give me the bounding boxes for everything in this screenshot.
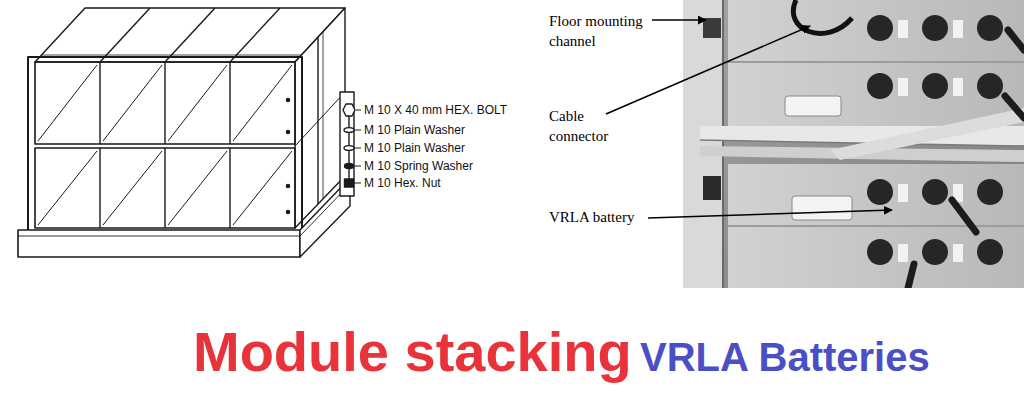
subtitle-text: VRLA Batteries	[640, 337, 930, 377]
part-label: M 10 Spring Washer	[364, 159, 473, 173]
callout-label: Cable connector	[549, 106, 627, 146]
module-stack-drawing	[18, 8, 361, 257]
part-label: M 10 Hex. Nut	[364, 176, 441, 190]
part-label: M 10 Plain Washer	[364, 123, 465, 137]
part-label: M 10 Plain Washer	[364, 141, 465, 155]
leader-arrows	[606, 20, 892, 218]
callout-label: Floor mounting channel	[549, 11, 649, 51]
callout-label: VRLA battery	[549, 207, 634, 227]
battery-photo	[683, 0, 1024, 288]
part-label: M 10 X 40 mm HEX. BOLT	[364, 103, 507, 117]
page-title: Module stacking	[193, 324, 632, 380]
